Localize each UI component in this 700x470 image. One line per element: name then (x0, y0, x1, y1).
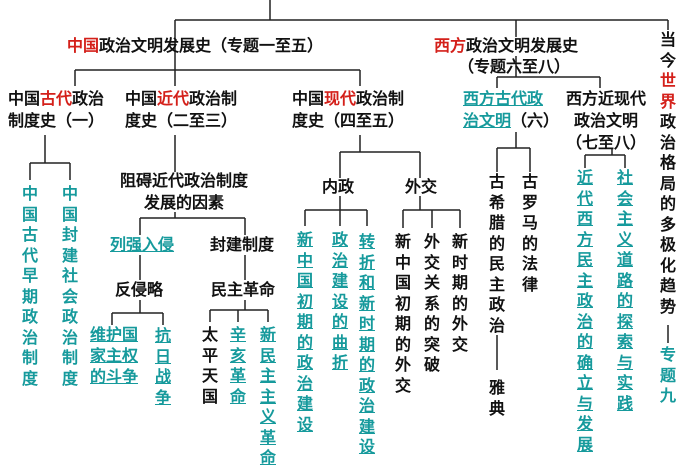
china-red: 中国 (67, 36, 100, 55)
domestic-item-link[interactable]: 新中国初期的政治建设 (296, 230, 313, 434)
t-b: 政治制 (189, 89, 238, 108)
foreign-label: 外交 (405, 177, 438, 196)
ancient-china-title: 中国古代政治制度史（一） (8, 88, 104, 132)
china-rest: 政治文明发展史（专题一至五） (99, 36, 324, 55)
t-b: 政治 (72, 89, 105, 108)
foreign-item: 新时期的外交 (451, 232, 468, 354)
modern-china-title: 中国近代政治制度史（二至三） (125, 88, 237, 132)
west-red: 西方 (434, 36, 467, 55)
foreign-item: 新中国初期的外交 (394, 232, 411, 395)
t-b: 政治制 (356, 89, 405, 108)
western-democracy-link[interactable]: 近代西方民主政治的确立与发展 (576, 168, 593, 454)
s3: 的斗争 (90, 367, 139, 386)
west-modern-title: 西方近现代政治文明 （七至八） (566, 88, 646, 154)
xinhai-link[interactable]: 辛亥革命 (229, 325, 246, 406)
t-b: （六） (511, 111, 560, 130)
feudal-label: 封建制度 (210, 235, 275, 254)
topic-nine-link[interactable]: 专题九 (659, 345, 676, 405)
t-1: 西方近现代 (566, 89, 647, 108)
s2: 家主权 (90, 346, 139, 365)
feudal-system-link[interactable]: 中国封建社会政治制度 (61, 184, 78, 388)
new-democratic-link[interactable]: 新民主主义革命 (259, 325, 276, 467)
early-ancient-link[interactable]: 中国古代早期政治制度 (21, 184, 38, 388)
f2: 发展的因素 (144, 193, 225, 212)
greece-label: 古希腊的民主政治 (488, 172, 505, 335)
t-a: 中国 (125, 89, 158, 108)
west-history-title: 西方政治文明发展史 (434, 35, 578, 57)
sovereignty-link[interactable]: 维护国家主权的斗争 (90, 324, 138, 387)
t-line2: 度史（二至三） (125, 111, 238, 130)
anti-japanese-war-link[interactable]: 抗日战争 (154, 326, 171, 407)
world-a: 当今 (659, 30, 676, 70)
taiping-label: 太平天国 (201, 325, 218, 406)
west-ancient-link[interactable]: 西方古代政 (463, 89, 544, 108)
domestic-item-link[interactable]: 转折和新时期的政治建设 (358, 232, 375, 456)
t-2: 政治文明 (574, 111, 639, 130)
democratic-revolution-label: 民主革命 (211, 280, 276, 299)
t-red: 现代 (324, 89, 357, 108)
contemporary-china-title: 中国现代政治制度史（四至五） (292, 88, 404, 132)
china-history-title: 中国政治文明发展史（专题一至五） (67, 35, 323, 57)
t-red: 近代 (157, 89, 190, 108)
invasion-link[interactable]: 列强入侵 (110, 235, 175, 254)
t-line2: 度史（四至五） (292, 111, 405, 130)
s1: 维护国 (90, 325, 139, 344)
t-red: 古代 (40, 89, 73, 108)
world-red: 世界 (659, 71, 676, 111)
west-ancient-title: 西方古代政治文明（六） (463, 88, 559, 132)
obstacle-factors: 阻碍近代政治制度发展的因素 (120, 170, 248, 214)
foreign-item: 外交关系的突破 (423, 232, 440, 374)
west-rest: 政治文明发展史 (466, 36, 579, 55)
athens-label: 雅典 (488, 378, 505, 418)
t-a: 中国 (8, 89, 41, 108)
world-pattern-title: 当今 世界 政治格局的多极化趋势 (659, 30, 677, 317)
anti-aggression-label: 反侵略 (115, 280, 164, 299)
t-3: （七至八） (566, 133, 647, 152)
west-ancient-link-2[interactable]: 治文明 (463, 111, 512, 130)
west-history-subtitle: （专题六至八） (458, 57, 571, 76)
t-line2: 制度史（一） (8, 111, 105, 130)
domestic-item-link[interactable]: 政治建设的曲折 (331, 230, 348, 372)
t-a: 中国 (292, 89, 325, 108)
socialism-link[interactable]: 社会主义道路的探索与实践 (616, 168, 633, 413)
domestic-label: 内政 (322, 177, 355, 196)
f1: 阻碍近代政治制度 (120, 171, 249, 190)
rome-label: 古罗马的法律 (521, 172, 538, 294)
world-b: 政治格局的多极化趋势 (659, 112, 676, 316)
